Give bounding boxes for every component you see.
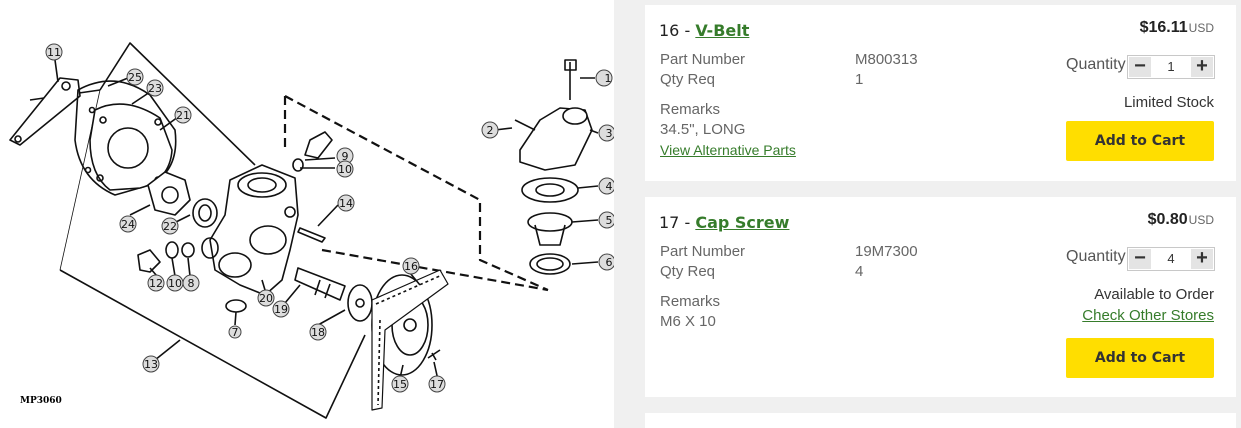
part-number-value: M800313	[855, 51, 918, 68]
price-amount: $0.80	[1147, 211, 1188, 228]
add-to-cart-button[interactable]: Add to Cart	[1066, 121, 1214, 161]
remarks-value: M6 X 10	[660, 313, 716, 330]
quantity-label: Quantity	[1066, 248, 1126, 265]
price-amount: $16.11	[1139, 19, 1188, 36]
svg-text:16: 16	[404, 260, 418, 273]
svg-text:14: 14	[339, 197, 353, 210]
quantity-stepper: − 1 +	[1127, 55, 1215, 79]
svg-text:13: 13	[144, 358, 158, 371]
quantity-stepper: − 4 +	[1127, 247, 1215, 271]
svg-text:24: 24	[121, 218, 135, 231]
price-currency: USD	[1188, 21, 1214, 35]
part-card-16: 16 - V-Belt Part Number M800313 Qty Req …	[645, 5, 1236, 181]
part-card-17: 17 - Cap Screw Part Number 19M7300 Qty R…	[645, 197, 1236, 397]
svg-text:17: 17	[430, 378, 444, 391]
add-to-cart-button[interactable]: Add to Cart	[1066, 338, 1214, 378]
part-index: 17	[659, 213, 680, 232]
remarks-label: Remarks	[660, 101, 721, 118]
part-number-label: Part Number	[660, 51, 746, 68]
qty-req-label: Qty Req	[660, 71, 716, 88]
diagram-code: MP3060	[20, 396, 62, 406]
price: $0.80USD	[1148, 211, 1214, 229]
quantity-input[interactable]: 1	[1167, 59, 1175, 74]
stock-status: Limited Stock	[1123, 94, 1214, 111]
part-name-link[interactable]: V-Belt	[695, 21, 750, 40]
part-card-next	[645, 413, 1236, 428]
quantity-label: Quantity	[1066, 56, 1126, 73]
qty-req-value: 4	[855, 263, 864, 280]
svg-text:5: 5	[606, 214, 613, 227]
quantity-input[interactable]: 4	[1167, 251, 1175, 266]
svg-text:19: 19	[274, 303, 288, 316]
svg-text:11: 11	[47, 46, 61, 59]
svg-text:18: 18	[311, 326, 325, 339]
svg-text:9: 9	[342, 150, 349, 163]
view-alternative-parts-link[interactable]: View Alternative Parts	[660, 142, 796, 158]
svg-text:8: 8	[188, 277, 195, 290]
plus-icon[interactable]: +	[1191, 56, 1213, 77]
parts-list: 16 - V-Belt Part Number M800313 Qty Req …	[614, 0, 1241, 428]
qty-req-value: 1	[855, 71, 864, 88]
part-title: 16 - V-Belt	[659, 21, 749, 40]
check-other-stores-link[interactable]: Check Other Stores	[1082, 307, 1214, 324]
svg-text:7: 7	[232, 326, 239, 339]
svg-text:25: 25	[128, 71, 142, 84]
price-currency: USD	[1188, 213, 1214, 227]
plus-icon[interactable]: +	[1191, 248, 1213, 269]
stock-status: Available to Order	[1094, 286, 1214, 303]
part-index: 16	[659, 21, 680, 40]
part-number-value: 19M7300	[855, 243, 918, 260]
title-separator: -	[684, 21, 691, 40]
minus-icon[interactable]: −	[1129, 56, 1151, 77]
title-separator: -	[684, 213, 691, 232]
svg-text:1: 1	[605, 72, 612, 85]
part-number-label: Part Number	[660, 243, 746, 260]
svg-text:2: 2	[487, 124, 494, 137]
svg-text:15: 15	[393, 378, 407, 391]
svg-text:6: 6	[606, 256, 613, 269]
svg-text:22: 22	[163, 220, 177, 233]
svg-text:23: 23	[148, 82, 162, 95]
svg-text:10: 10	[168, 277, 182, 290]
price: $16.11USD	[1140, 19, 1214, 37]
svg-text:20: 20	[259, 292, 273, 305]
svg-text:3: 3	[606, 127, 613, 140]
remarks-value: 34.5", LONG	[660, 121, 746, 138]
svg-text:4: 4	[606, 180, 613, 193]
svg-text:12: 12	[149, 277, 163, 290]
qty-req-label: Qty Req	[660, 263, 716, 280]
svg-text:10: 10	[338, 163, 352, 176]
part-title: 17 - Cap Screw	[659, 213, 789, 232]
svg-text:21: 21	[176, 109, 190, 122]
minus-icon[interactable]: −	[1129, 248, 1151, 269]
remarks-label: Remarks	[660, 293, 721, 310]
part-name-link[interactable]: Cap Screw	[695, 213, 790, 232]
